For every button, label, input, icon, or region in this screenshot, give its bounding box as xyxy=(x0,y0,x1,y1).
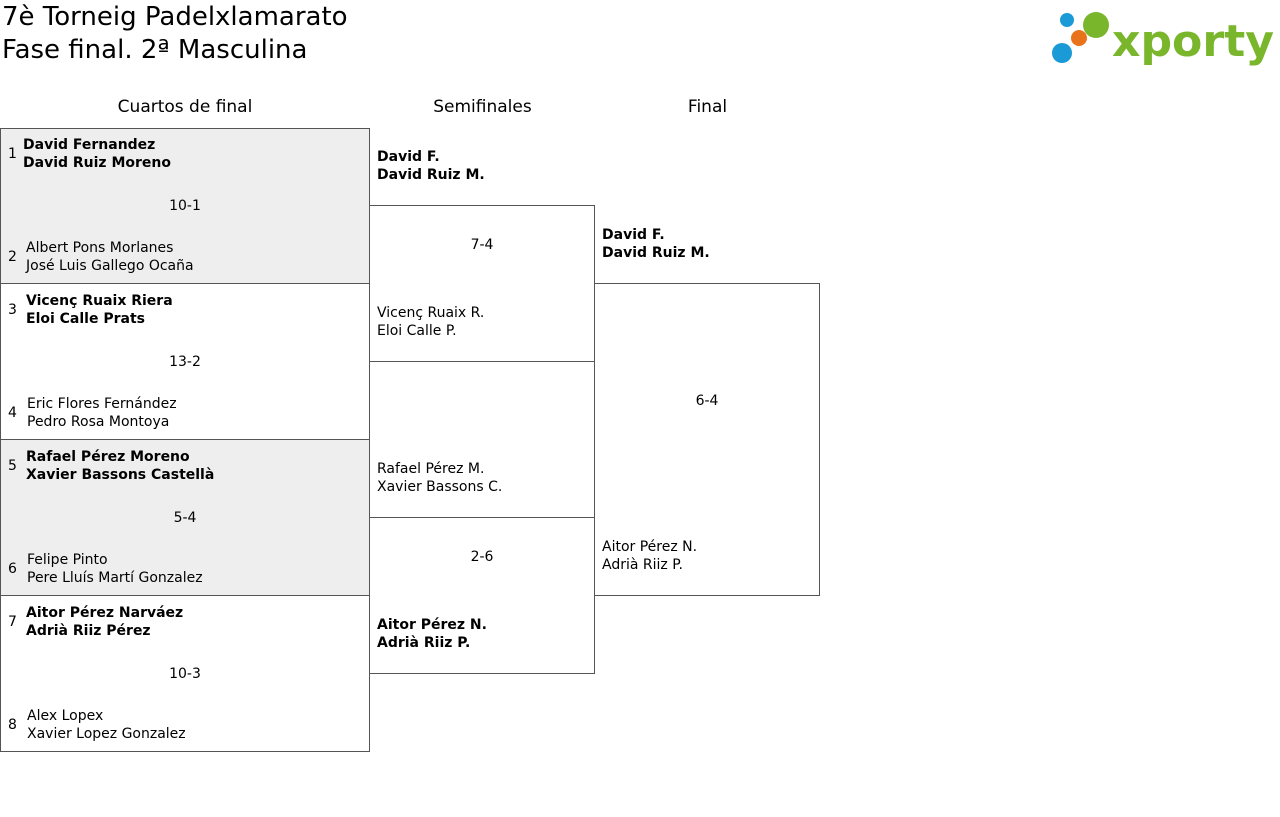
phase-title: Fase final. 2ª Masculina xyxy=(2,35,308,65)
team-entry: Vicenç Ruaix Riera Eloi Calle Prats xyxy=(26,292,173,328)
seed-number: 6 xyxy=(8,561,17,577)
player-name: Adrià Riiz P. xyxy=(377,635,471,651)
player-name: Alex Lopex xyxy=(27,708,104,724)
player-name: Aitor Pérez Narváez xyxy=(26,605,184,621)
team-entry: David F. David Ruiz M. xyxy=(602,226,710,262)
logo-blue-dot-bottom xyxy=(1052,43,1072,63)
match-score: 13-2 xyxy=(169,354,201,370)
team-entry: Felipe Pinto Pere Lluís Martí Gonzalez xyxy=(27,551,203,587)
team-entry: David F. David Ruiz M. xyxy=(377,148,485,184)
player-name: Vicenç Ruaix R. xyxy=(377,305,485,321)
logo-wordmark: xporty xyxy=(1112,16,1274,67)
quarterfinal-match-1 xyxy=(0,128,370,284)
team-entry: Eric Flores Fernández Pedro Rosa Montoya xyxy=(27,395,177,431)
player-name: Felipe Pinto xyxy=(27,552,108,568)
match-score: 10-1 xyxy=(169,198,201,214)
player-name: David Ruiz M. xyxy=(602,245,710,261)
final-match xyxy=(594,283,820,596)
team-entry: David Fernandez David Ruiz Moreno xyxy=(23,136,171,172)
team-entry: Aitor Pérez N. Adrià Riiz P. xyxy=(602,538,697,574)
player-name: David Fernandez xyxy=(23,137,156,153)
player-name: Xavier Bassons Castellà xyxy=(26,467,215,483)
seed-number: 7 xyxy=(8,614,17,630)
seed-number: 5 xyxy=(8,458,17,474)
player-name: Eloi Calle P. xyxy=(377,323,457,339)
xporty-logo: xporty xyxy=(1052,12,1274,67)
player-name: Vicenç Ruaix Riera xyxy=(26,293,173,309)
player-name: David F. xyxy=(377,149,440,165)
player-name: Rafael Pérez Moreno xyxy=(26,449,190,465)
match-score: 2-6 xyxy=(470,549,494,565)
seed-number: 8 xyxy=(8,717,17,733)
seed-number: 3 xyxy=(8,302,17,318)
team-entry: Rafael Pérez Moreno Xavier Bassons Caste… xyxy=(26,448,214,484)
round-header-quarterfinals: Cuartos de final xyxy=(117,97,253,117)
player-name: Pedro Rosa Montoya xyxy=(27,414,170,430)
player-name: Albert Pons Morlanes xyxy=(26,240,174,256)
match-score: 5-4 xyxy=(173,510,197,526)
match-score: 10-3 xyxy=(169,666,201,682)
player-name: Rafael Pérez M. xyxy=(377,461,485,477)
logo-blue-dot-top xyxy=(1060,13,1074,27)
tournament-title: 7è Torneig Padelxlamarato xyxy=(2,2,348,32)
match-score: 6-4 xyxy=(695,393,719,409)
round-header-semifinals: Semifinales xyxy=(433,97,532,117)
match-score: 7-4 xyxy=(470,237,494,253)
player-name: Aitor Pérez N. xyxy=(377,617,487,633)
team-entry: Albert Pons Morlanes José Luis Gallego O… xyxy=(26,239,194,275)
round-header-final: Final xyxy=(687,97,728,117)
team-entry: Aitor Pérez Narváez Adrià Riiz Pérez xyxy=(26,604,183,640)
player-name: Eloi Calle Prats xyxy=(26,311,145,327)
logo-orange-dot xyxy=(1071,30,1087,46)
team-entry: Alex Lopex Xavier Lopez Gonzalez xyxy=(27,707,186,743)
quarterfinal-match-3 xyxy=(0,439,370,596)
player-name: Adrià Riiz Pérez xyxy=(26,623,151,639)
team-entry: Aitor Pérez N. Adrià Riiz P. xyxy=(377,616,487,652)
player-name: Xavier Lopez Gonzalez xyxy=(27,726,186,742)
logo-green-dot xyxy=(1083,12,1109,38)
player-name: David F. xyxy=(602,227,665,243)
seed-number: 2 xyxy=(8,249,17,265)
player-name: Adrià Riiz P. xyxy=(602,557,683,573)
player-name: David Ruiz Moreno xyxy=(23,155,171,171)
seed-number: 1 xyxy=(8,146,17,162)
team-entry: Rafael Pérez M. Xavier Bassons C. xyxy=(377,460,502,496)
player-name: Aitor Pérez N. xyxy=(602,539,698,555)
team-entry: Vicenç Ruaix R. Eloi Calle P. xyxy=(377,304,484,340)
player-name: David Ruiz M. xyxy=(377,167,485,183)
player-name: José Luis Gallego Ocaña xyxy=(26,258,194,274)
player-name: Xavier Bassons C. xyxy=(377,479,503,495)
player-name: Eric Flores Fernández xyxy=(27,396,177,412)
player-name: Pere Lluís Martí Gonzalez xyxy=(27,570,203,586)
seed-number: 4 xyxy=(8,405,17,421)
